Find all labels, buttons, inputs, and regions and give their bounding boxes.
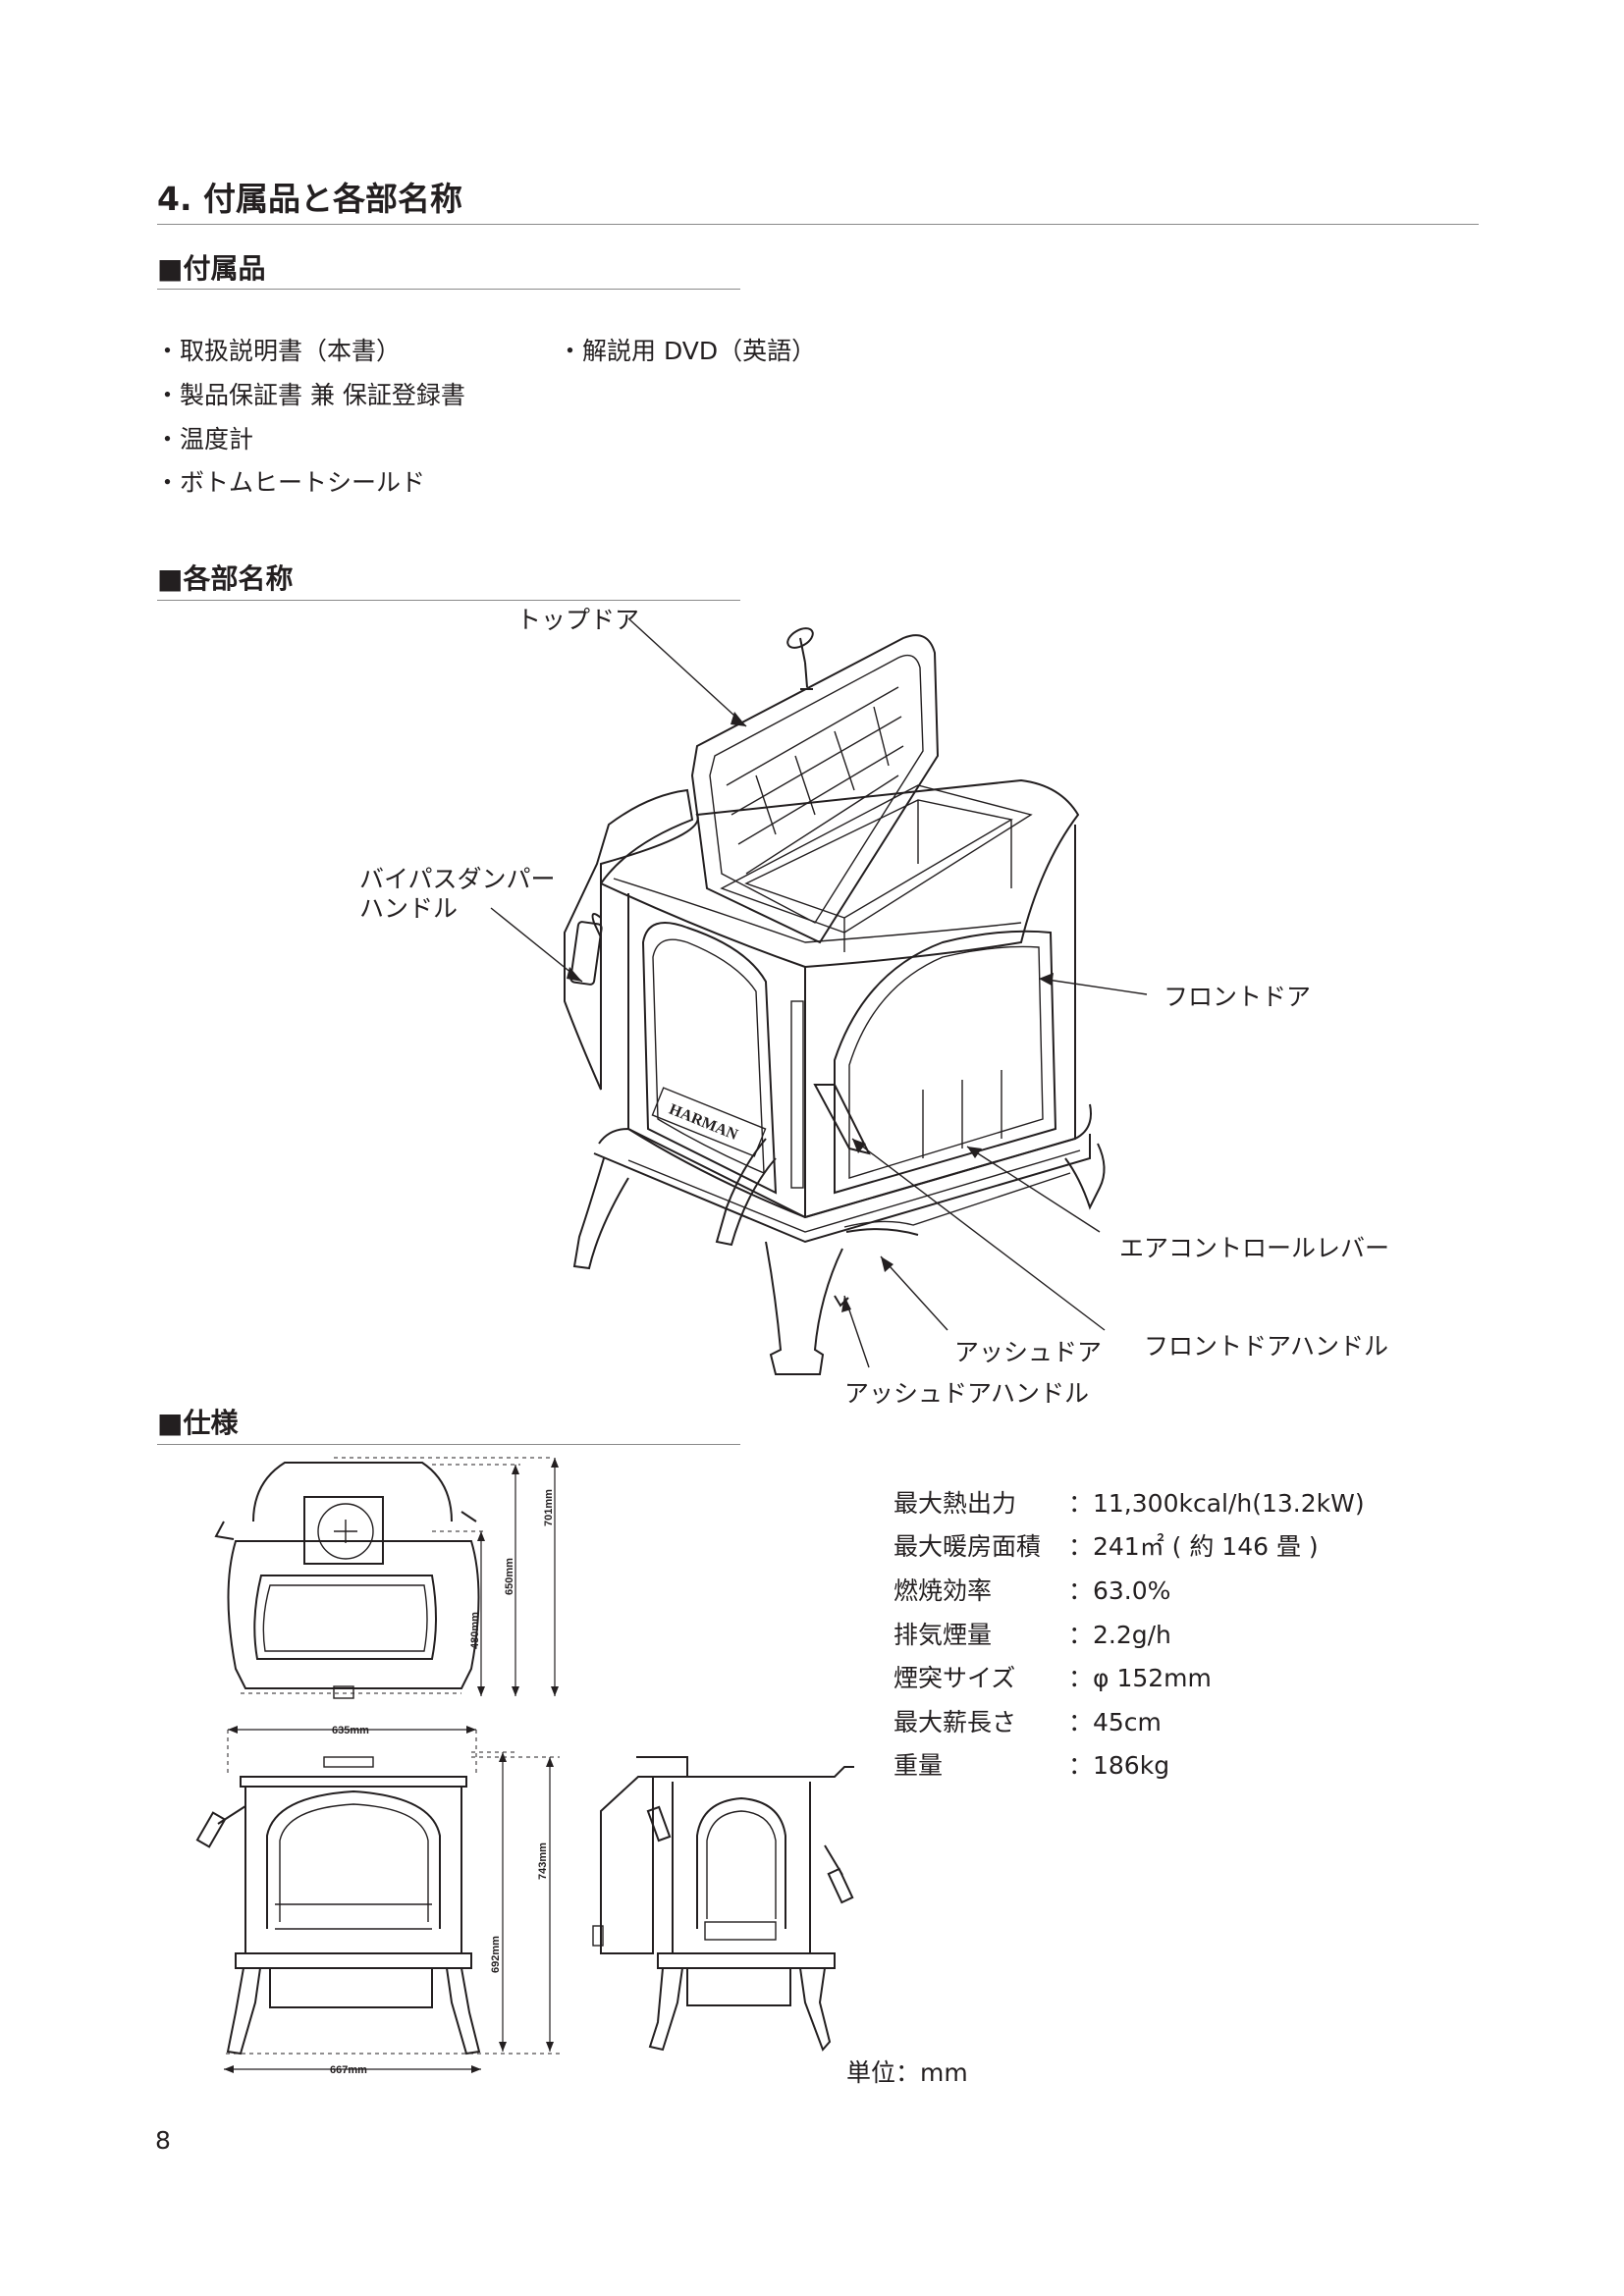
spec-value: ：45cm <box>1068 1708 1162 1736</box>
spec-value: ：241㎡ ( 約 146 畳 ) <box>1068 1532 1319 1561</box>
spec-value: ：186kg <box>1068 1751 1170 1780</box>
accessory-item: ・製品保証書 兼 保証登録書 <box>155 381 465 409</box>
spec-value: ：2.2g/h <box>1068 1621 1171 1649</box>
dim-480: 480mm <box>469 1612 481 1649</box>
spec-value: ：11,300kcal/h(13.2kW) <box>1068 1489 1365 1518</box>
unit-note: 単位：mm <box>846 2058 968 2087</box>
accessories-heading: ■付属品 <box>157 252 266 285</box>
callout-bypass-damper-line2: ハンドル <box>359 894 459 923</box>
dim-743: 743mm <box>537 1842 549 1880</box>
dim-650: 650mm <box>504 1558 515 1595</box>
callout-top-door: トップドア <box>516 606 640 634</box>
specs-divider <box>157 1444 740 1445</box>
section-title: 4. 付属品と各部名称 <box>157 180 462 218</box>
spec-key: 最大熱出力 <box>893 1489 1017 1518</box>
accessory-item: ・ボトムヒートシールド <box>155 468 426 497</box>
spec-value: ：63.0% <box>1068 1576 1171 1605</box>
dim-701: 701mm <box>543 1489 555 1526</box>
callout-ash-door: アッシュドア <box>954 1338 1103 1366</box>
spec-key: 排気煙量 <box>893 1621 993 1649</box>
dim-692: 692mm <box>490 1936 502 1973</box>
spec-key: 重量 <box>893 1751 944 1780</box>
dim-635: 635mm <box>332 1725 369 1736</box>
accessories-divider <box>157 289 740 290</box>
dim-667: 667mm <box>330 2064 367 2076</box>
spec-key: 最大暖房面積 <box>893 1532 1042 1561</box>
callout-air-control-lever: エアコントロールレバー <box>1119 1234 1390 1262</box>
accessory-item: ・取扱説明書（本書） <box>155 337 402 365</box>
accessory-item: ・温度計 <box>155 425 254 454</box>
accessory-item: ・解説用 DVD（英語） <box>558 337 817 365</box>
callout-ash-door-handle: アッシュドアハンドル <box>844 1379 1090 1408</box>
parts-heading: ■各部名称 <box>157 562 294 595</box>
specs-heading: ■仕様 <box>157 1407 239 1439</box>
callout-front-door: フロントドア <box>1164 983 1312 1011</box>
parts-divider <box>157 600 740 601</box>
callout-bypass-damper-line1: バイパスダンパー <box>359 865 556 893</box>
spec-key: 煙突サイズ <box>893 1664 1016 1692</box>
spec-key: 燃焼効率 <box>893 1576 993 1605</box>
spec-value: ：φ 152mm <box>1068 1664 1212 1692</box>
page-number: 8 <box>155 2126 171 2155</box>
section-divider <box>157 224 1479 225</box>
callout-front-door-handle: フロントドアハンドル <box>1144 1332 1389 1361</box>
spec-key: 最大薪長さ <box>893 1708 1017 1736</box>
